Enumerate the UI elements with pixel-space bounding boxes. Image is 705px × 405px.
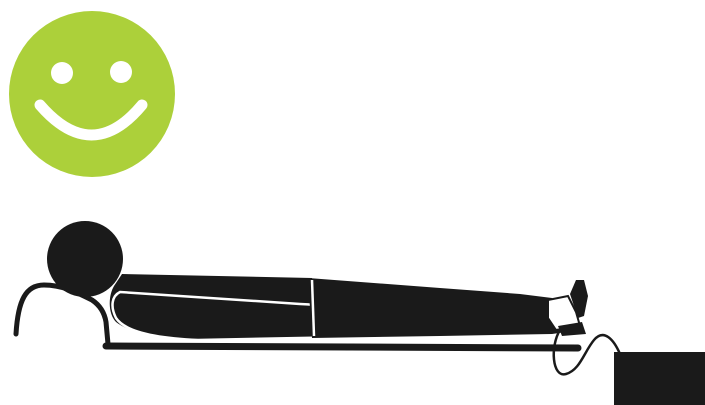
table-surface: [106, 346, 578, 348]
smiley-left-eye: [51, 62, 73, 84]
smiley-face-icon: [9, 11, 175, 177]
monitor-box-icon: [614, 352, 705, 405]
smiley-right-eye: [110, 61, 132, 83]
person-legs: [308, 278, 566, 338]
person-head: [47, 221, 123, 297]
smiley-face-circle: [9, 11, 175, 177]
cable-icon: [554, 330, 620, 374]
person-lying-prone-icon: [47, 221, 588, 340]
